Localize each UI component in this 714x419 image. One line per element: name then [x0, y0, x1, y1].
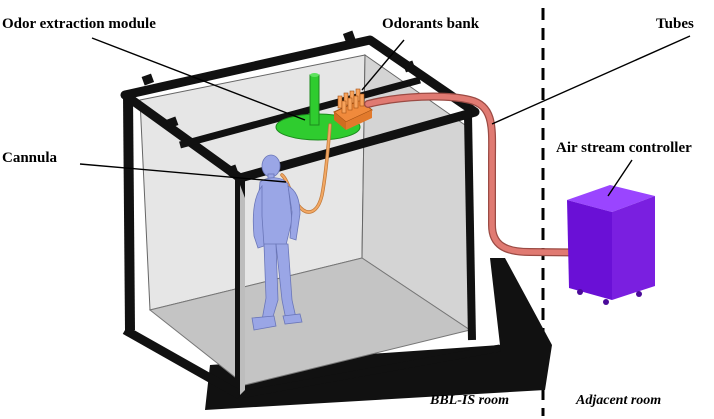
- frame-post-back-right: [464, 114, 476, 341]
- air-stream-controller-box: [567, 185, 655, 305]
- door-panel: [240, 185, 245, 395]
- frame-top: [120, 35, 480, 183]
- label-odorants-bank: Odorants bank: [382, 16, 480, 32]
- label-odor-extraction-module: Odor extraction module: [2, 16, 156, 32]
- person-figure: [251, 154, 303, 331]
- label-tubes: Tubes: [656, 16, 694, 32]
- frame-bottom-left: [122, 326, 243, 399]
- frame-bottom-front: [239, 344, 501, 399]
- air-tube-highlight: [365, 93, 628, 256]
- frame-clamps: [141, 30, 474, 177]
- frame-top-cross-bar: [179, 76, 421, 149]
- odorants-bank: [333, 88, 373, 130]
- label-adjacent-room: Adjacent room: [575, 393, 661, 408]
- label-cannula: Cannula: [2, 150, 58, 166]
- label-bbl-is-room: BBL-IS room: [429, 393, 509, 408]
- label-air-stream-controller: Air stream controller: [556, 140, 692, 156]
- frame-post-back-left: [123, 94, 135, 331]
- label-leader-lines: [79, 35, 691, 197]
